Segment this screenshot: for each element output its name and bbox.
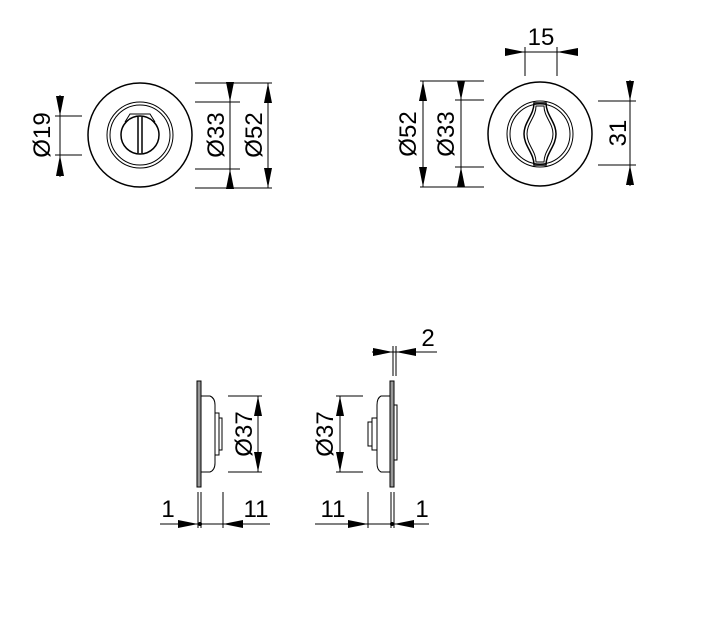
dim-material-thickness: 2 xyxy=(421,325,434,352)
front-view: Ø19 Ø33 Ø52 xyxy=(29,82,272,189)
turn-knob xyxy=(120,115,160,155)
indicator-window xyxy=(124,113,156,123)
body xyxy=(376,395,390,473)
plate xyxy=(389,380,395,488)
dim-outer-diameter: Ø52 xyxy=(395,111,422,156)
dim-outer-diameter: Ø52 xyxy=(241,112,268,157)
dim-knob-diameter: Ø19 xyxy=(29,112,56,157)
rosette-outer xyxy=(87,82,193,188)
plate xyxy=(196,380,202,488)
body xyxy=(201,395,216,473)
spindle-slot xyxy=(523,102,557,166)
dim-depth: 11 xyxy=(244,496,269,523)
dim-plate-thickness: 1 xyxy=(161,496,174,523)
dim-depth: 11 xyxy=(321,496,346,523)
dim-inner-diameter: Ø33 xyxy=(203,112,230,157)
dim-inner-diameter: Ø33 xyxy=(433,111,460,156)
back-view: 15 Ø52 Ø33 31 xyxy=(395,24,636,188)
dim-plate-thickness: 1 xyxy=(415,496,428,523)
dim-body-diameter: Ø37 xyxy=(231,411,258,456)
dim-slot-height: 31 xyxy=(605,120,632,147)
dim-slot-width: 15 xyxy=(528,24,555,51)
rosette-inner-ring xyxy=(106,101,174,169)
side-view-right: Ø37 2 11 1 xyxy=(312,325,437,528)
side-view-left: Ø37 1 11 xyxy=(160,380,270,528)
dim-body-diameter: Ø37 xyxy=(312,411,339,456)
rosette-outer xyxy=(487,81,593,187)
